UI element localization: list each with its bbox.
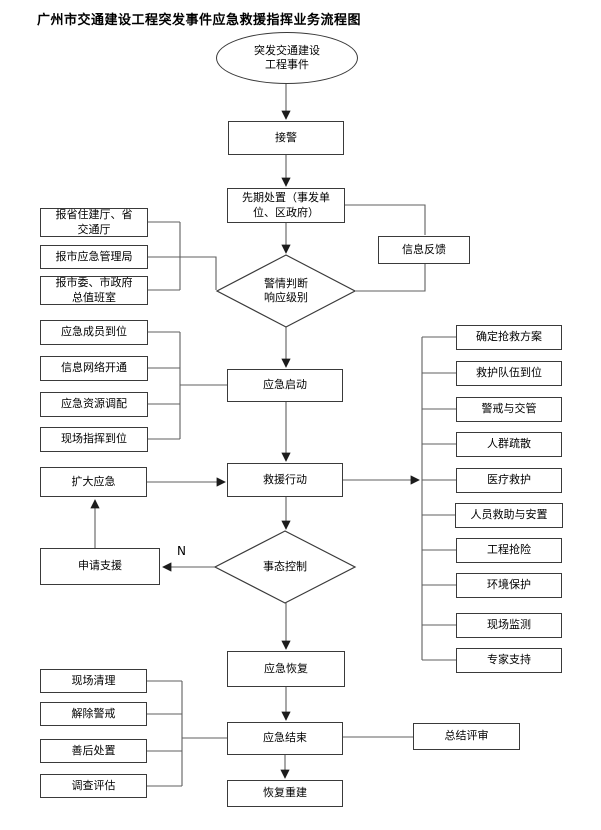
edge-actions-group [421,336,456,661]
node-site-command: 现场指挥到位 [40,427,148,452]
edge-closing-group [147,680,227,787]
node-receive-alarm: 接警 [228,121,344,155]
node-rescue-action: 救援行动 [227,463,343,497]
node-lift-cordon: 解除警戒 [40,702,147,726]
node-emergency-startup: 应急启动 [227,369,343,402]
node-info-feedback: 信息反馈 [378,236,470,264]
edge-report-group [148,221,217,291]
node-engineering-rescue: 工程抢险 [456,538,562,563]
node-report-city-gov: 报市委、市政府 总值班室 [40,276,148,305]
decision-alarm-level: 警情判断 响应级别 [264,276,308,304]
decision-situation-control: 事态控制 [263,559,307,573]
node-members-in-place: 应急成员到位 [40,320,148,345]
node-expert-support: 专家支持 [456,648,562,673]
node-cordon-traffic: 警戒与交管 [456,397,562,422]
decision-situation-control-shape [213,530,357,604]
node-network-open: 信息网络开通 [40,356,148,381]
node-report-emergency-bureau: 报市应急管理局 [40,245,148,269]
node-aftermath: 善后处置 [40,739,147,763]
node-personnel-rescue: 人员救助与安置 [455,503,563,528]
edge-feedback-to-decision [356,264,426,292]
page-title: 广州市交通建设工程突发事件应急救援指挥业务流程图 [37,13,362,28]
node-expand-emergency: 扩大应急 [40,467,147,497]
node-determine-plan: 确定抢救方案 [456,325,562,350]
node-environment-protection: 环境保护 [456,573,562,598]
node-start-event: 突发交通建设 工程事件 [216,32,358,84]
node-report-province: 报省住建厅、省 交通厅 [40,208,148,237]
node-investigation: 调查评估 [40,774,147,798]
edge-disposal-to-feedback [345,204,426,235]
node-summary-review: 总结评审 [413,723,520,750]
node-emergency-end: 应急结束 [227,722,343,755]
node-resources-dispatch: 应急资源调配 [40,392,148,417]
node-rebuild: 恢复重建 [227,780,343,807]
node-site-cleanup: 现场清理 [40,669,147,693]
node-medical-rescue: 医疗救护 [456,468,562,493]
edge-startup-group [148,331,227,440]
node-site-monitoring: 现场监测 [456,613,562,638]
edge-label-no: N [177,544,186,558]
node-request-support: 申请支援 [40,548,160,585]
node-crowd-evacuation: 人群疏散 [456,432,562,457]
decision-alarm-level-shape [215,254,357,328]
node-rescue-team: 救护队伍到位 [456,361,562,386]
node-emergency-recovery: 应急恢复 [227,651,345,687]
node-initial-disposal: 先期处置（事发单 位、区政府） [227,188,345,223]
